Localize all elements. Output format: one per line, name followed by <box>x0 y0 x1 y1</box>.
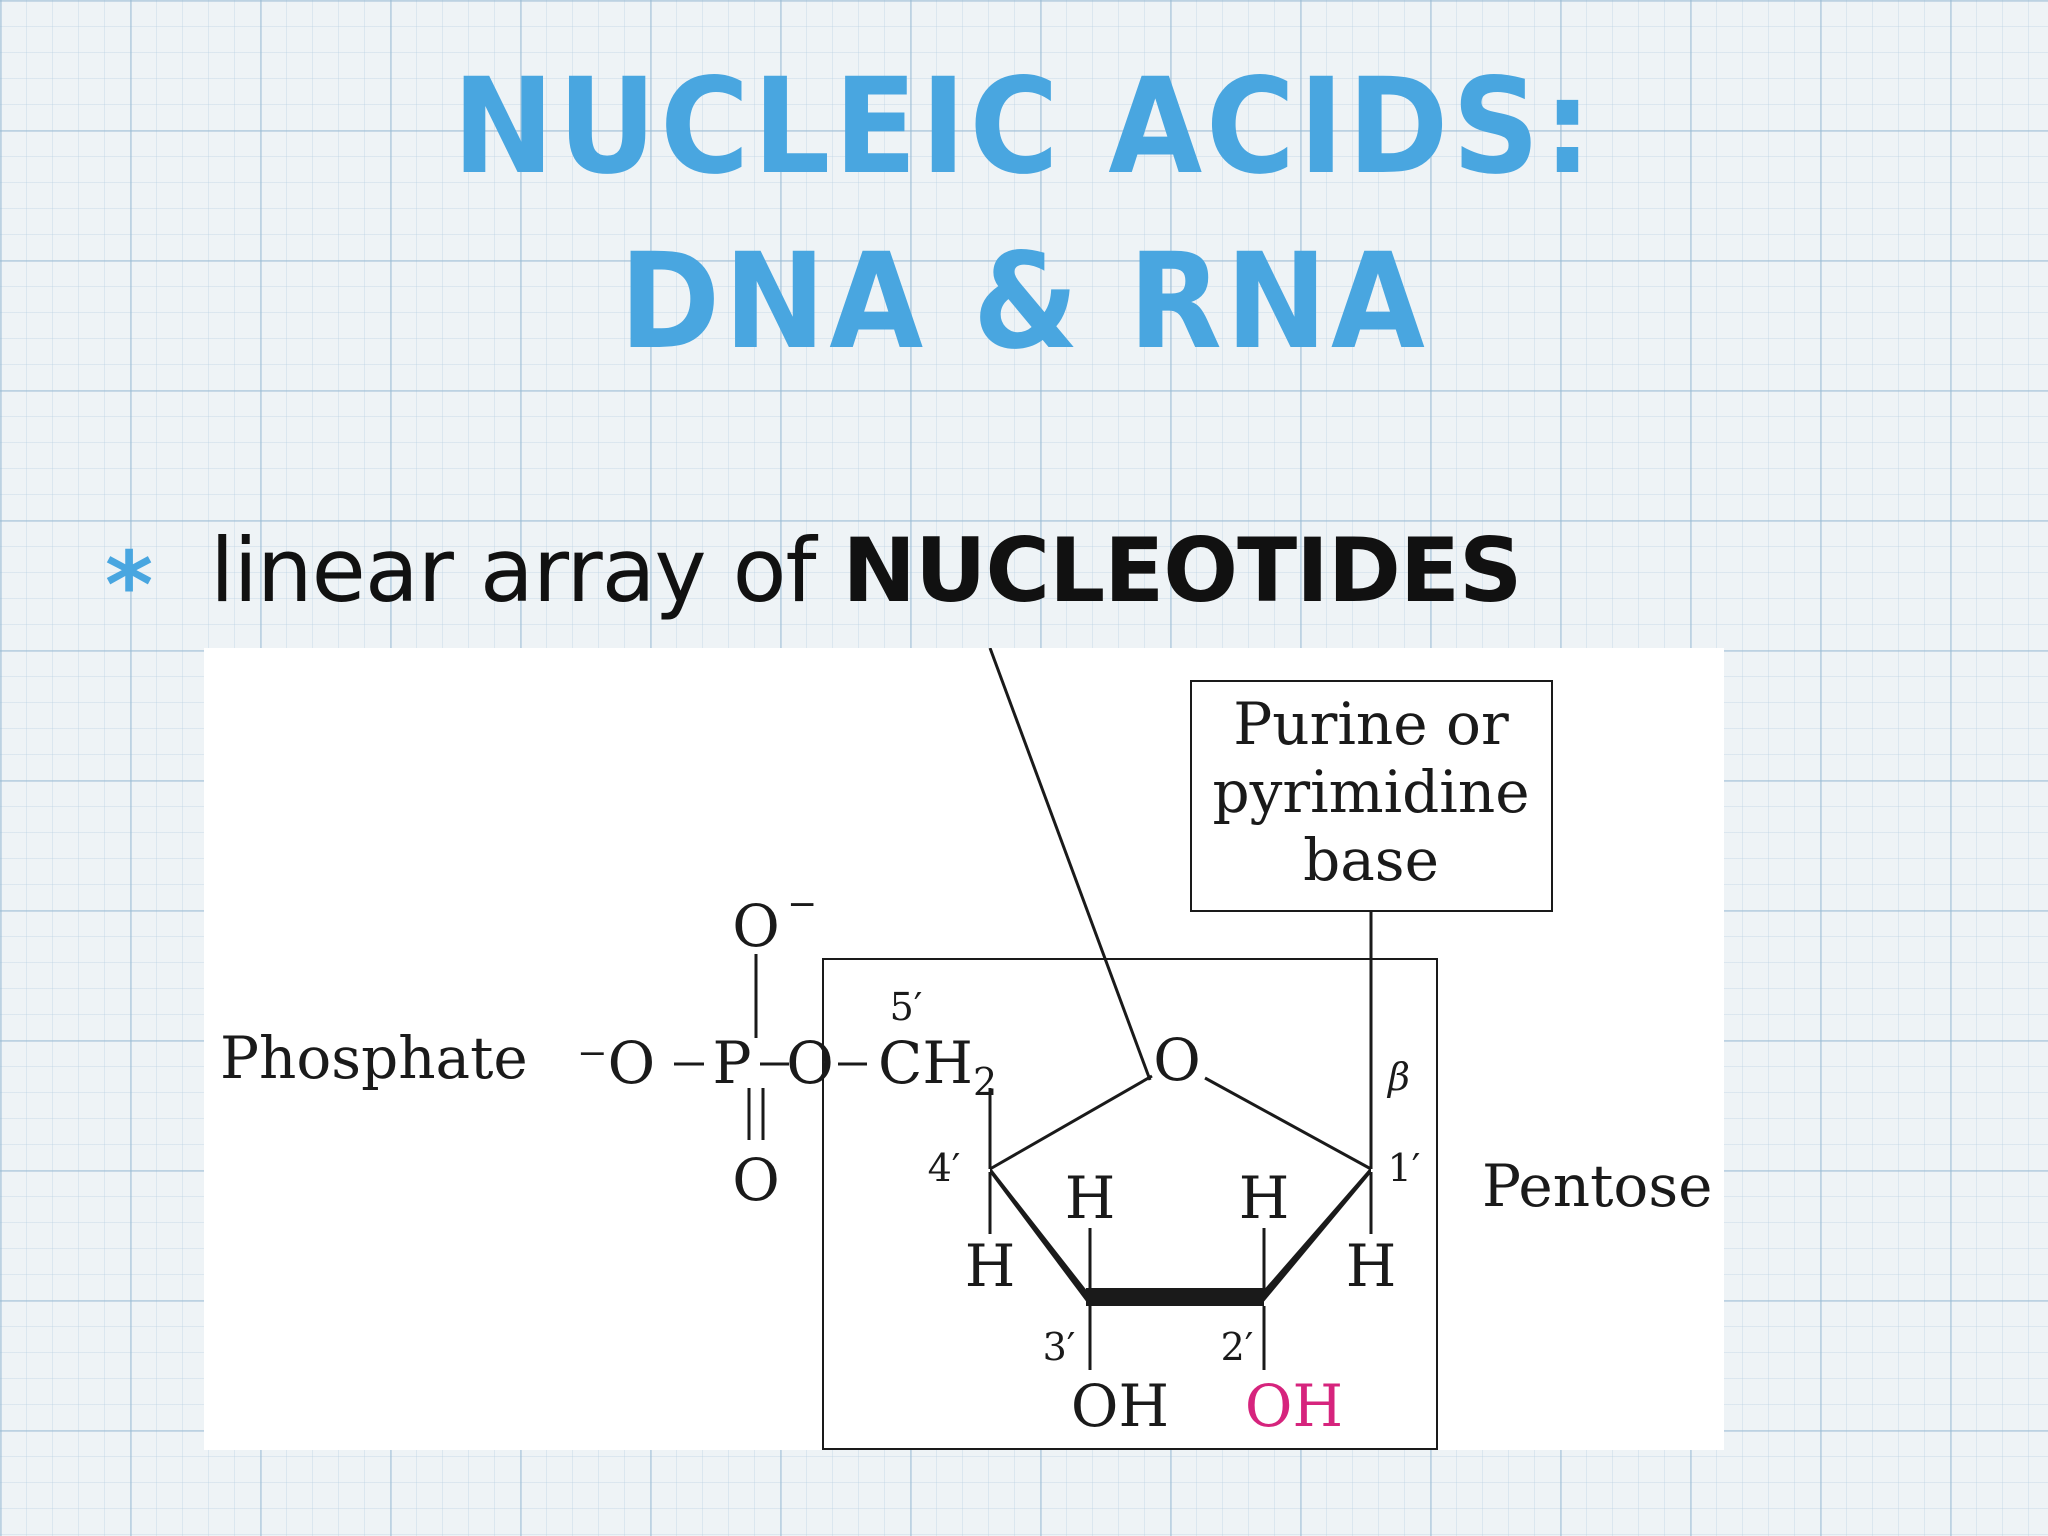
ch2-group: CH2 <box>878 1029 997 1104</box>
bond-c4-ring-o <box>989 1074 1153 1171</box>
hydrogen-c2: H <box>1239 1164 1290 1232</box>
ch2-text: CH <box>878 1029 973 1097</box>
hydroxyl-c2-highlighted: OH <box>1245 1372 1343 1440</box>
nucleotide-diagram: Purine or pyrimidine base Phosphate Pent… <box>204 648 1724 1450</box>
hydrogen-c4: H <box>965 1232 1016 1300</box>
slide-title: NUCLEIC ACIDS: DNA & RNA <box>82 40 1966 390</box>
beta-label: β <box>1386 1055 1410 1099</box>
base-label-line-1: Purine or <box>1233 690 1509 758</box>
bold-bond-c3-c2 <box>1086 1288 1264 1306</box>
phosphate-o-bottom: O <box>732 1146 780 1214</box>
carbon-5-label: 5′ <box>890 985 923 1029</box>
phosphate-o-minus-left: ⁻O <box>577 1029 655 1097</box>
bullet-item: * linear array of NUCLEOTIDES <box>105 500 1522 640</box>
bullet-text-plain: linear array of <box>210 518 843 622</box>
base-label-line-2: pyrimidine <box>1212 758 1529 826</box>
ch2-subscript: 2 <box>973 1060 997 1104</box>
base-label-line-3: base <box>1303 826 1439 894</box>
carbon-4-label: 4′ <box>928 1146 961 1190</box>
pentose-box <box>822 958 1438 1450</box>
bullet-text: linear array of NUCLEOTIDES <box>210 518 1522 622</box>
phosphate-o-top-charge: − <box>787 884 817 925</box>
phosphorus-atom: P <box>712 1029 751 1097</box>
ring-oxygen: O <box>1153 1026 1201 1094</box>
bond-c4-o-stub <box>988 648 1152 1081</box>
hydrogen-c1: H <box>1346 1232 1397 1300</box>
hydroxyl-c3: OH <box>1071 1372 1169 1440</box>
carbon-1-label: 1′ <box>1388 1146 1421 1190</box>
wedge-c4-c3 <box>990 1167 1088 1304</box>
phosphate-o-top: O <box>732 892 780 960</box>
bullet-text-strong: NUCLEOTIDES <box>842 518 1522 622</box>
pentose-label: Pentose <box>1482 1152 1712 1220</box>
carbon-3-label: 3′ <box>1043 1325 1076 1369</box>
bullet-asterisk-icon: * <box>105 531 154 639</box>
phosphate-label: Phosphate <box>220 1024 528 1092</box>
title-line-2: DNA & RNA <box>619 225 1429 379</box>
carbon-2-label: 2′ <box>1221 1325 1254 1369</box>
bond-ring-o-c1 <box>1204 1076 1372 1171</box>
title-line-1: NUCLEIC ACIDS: <box>452 50 1596 204</box>
nucleotide-structure-svg: Purine or pyrimidine base Phosphate Pent… <box>220 648 1712 1450</box>
hydrogen-c3: H <box>1065 1164 1116 1232</box>
bridge-oxygen: O <box>786 1029 834 1097</box>
wedge-c1-c2 <box>1262 1167 1371 1304</box>
